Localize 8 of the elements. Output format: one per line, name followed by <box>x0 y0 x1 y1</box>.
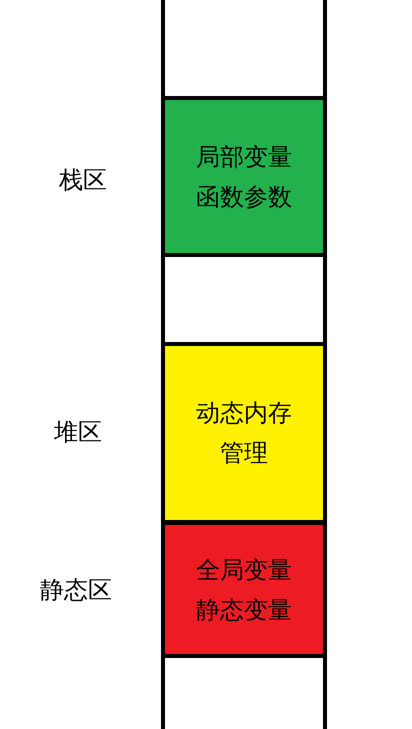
region-name-label: 堆区 <box>54 417 102 448</box>
region-content-text: 局部变量 <box>196 142 292 172</box>
region-content-text: 静态变量 <box>196 594 292 626</box>
region-content-text: 全局变量 <box>196 554 292 586</box>
region-content-text: 函数参数 <box>196 182 292 212</box>
region-name-label: 静态区 <box>40 575 112 606</box>
region-name-label: 栈区 <box>59 165 107 196</box>
region-content-text: 动态内存管理 <box>195 398 293 469</box>
